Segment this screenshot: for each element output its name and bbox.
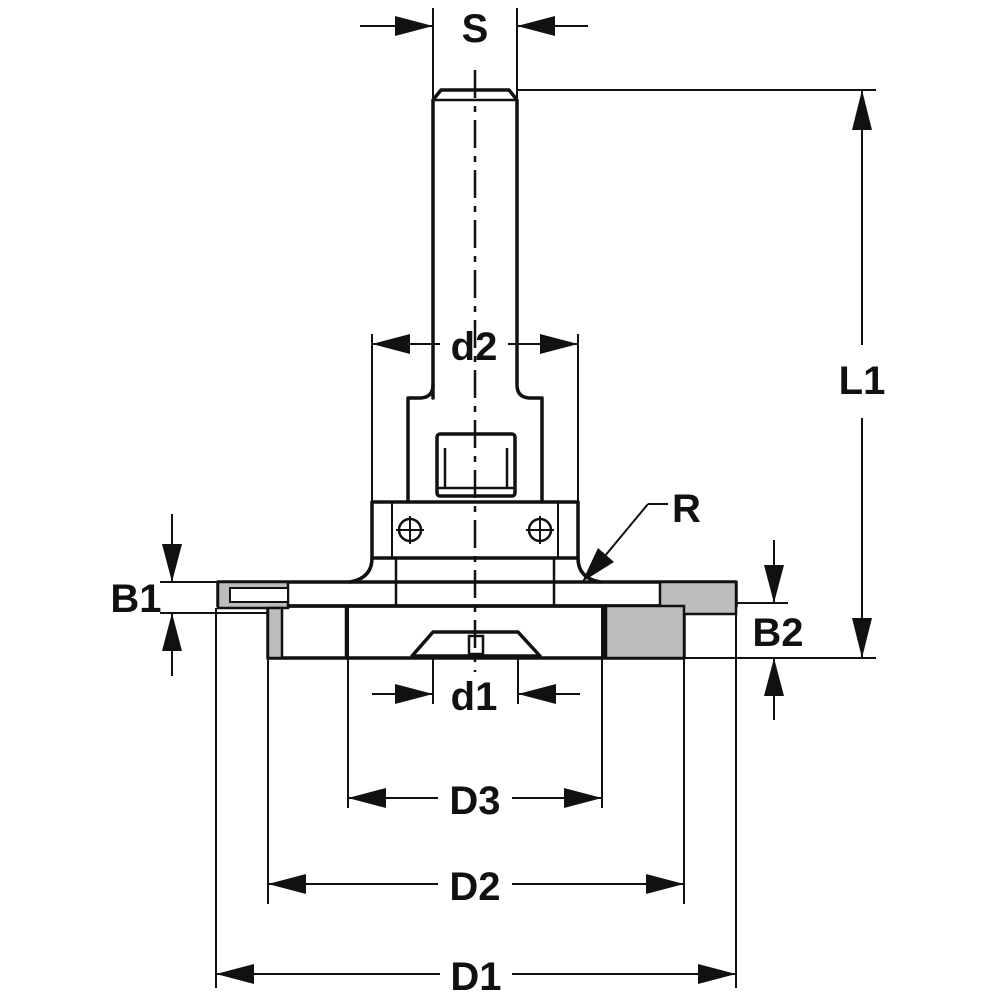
dimension-d2-small: d2 [371,325,579,502]
dimension-d1: D1 [215,608,737,999]
label-d2-small: d2 [451,325,498,369]
d1s-arrow-right [518,684,556,704]
insert-top-left-slot [229,587,289,603]
shank-outline [431,88,544,504]
tool-body [216,70,738,672]
b2-arrow-bottom [764,658,784,696]
d1-arrow-right [698,964,736,984]
label-d1-small: d1 [451,675,498,719]
label-b2: B2 [752,611,803,655]
dimension-s: S [360,7,588,98]
r-arrow [582,548,614,582]
b1-arrow-bottom [162,613,182,651]
d2s-arrow-right [540,334,578,354]
dimension-b2: B2 [736,540,804,720]
d3-arrow-right [564,788,602,808]
dimension-d3: D3 [347,606,603,823]
dimension-r: R [582,487,701,582]
d2s-arrow-left [372,334,410,354]
label-r: R [672,487,701,531]
d1s-arrow-left [395,684,433,704]
d1-arrow-left [216,964,254,984]
b2-arrow-top [764,565,784,603]
insert-right-lower [604,604,686,660]
dimension-d2: D2 [267,658,685,909]
l1-arrow-top [852,90,872,130]
dimension-b1: B1 [110,514,268,676]
label-d1: D1 [450,955,501,999]
l1-arrow-bottom [852,618,872,658]
label-s: S [462,7,489,51]
dimension-d1-small: d1 [372,656,580,719]
shank-outline-left [406,383,435,504]
fillet-left [348,556,374,584]
dimension-l1: L1 [517,89,886,659]
d3-arrow-left [348,788,386,808]
label-d2: D2 [449,865,500,909]
s-arrow-left [395,16,433,36]
d2-arrow-right [646,874,684,894]
s-arrow-right [517,16,555,36]
b1-arrow-top [162,544,182,582]
label-l1: L1 [839,359,886,403]
d2-arrow-left [268,874,306,894]
label-d3: D3 [449,779,500,823]
label-b1: B1 [110,577,161,621]
cutter-disc [216,580,738,608]
insert-bottom-left [266,606,284,660]
